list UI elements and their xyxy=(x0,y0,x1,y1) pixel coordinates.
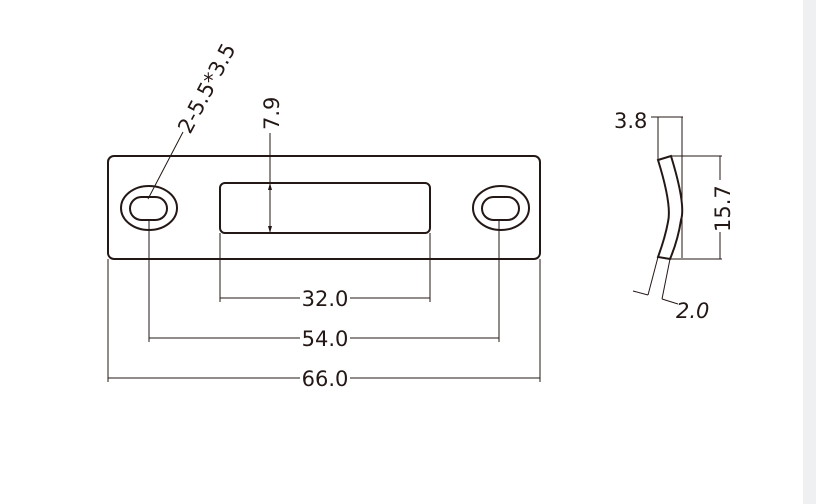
height-label: 15.7 xyxy=(711,185,735,232)
hole-spacing-label: 54.0 xyxy=(302,327,349,351)
scrollbar[interactable] xyxy=(803,0,816,504)
side-profile xyxy=(656,154,684,261)
slot-width-label: 32.0 xyxy=(302,287,349,311)
overall-length-label: 66.0 xyxy=(302,367,349,391)
thickness-label: 2.0 xyxy=(676,299,709,323)
right-hole-slot xyxy=(481,196,520,221)
hole-callout-label: 2-5.5*3.5 xyxy=(173,39,240,137)
front-view: 2-5.5*3.5 7.9 32.0 54.0 66.0 xyxy=(107,39,541,391)
right-hole-countersink xyxy=(472,185,530,231)
plate-outline xyxy=(107,155,541,260)
offset-label: 3.8 xyxy=(614,109,647,133)
side-view: 3.8 15.7 2.0 xyxy=(614,109,735,323)
callout-leader xyxy=(147,131,184,200)
side-dimension-lines xyxy=(632,116,722,305)
extension-lines xyxy=(107,220,541,382)
center-slot xyxy=(219,182,431,234)
slot-height-label: 7.9 xyxy=(260,97,284,130)
left-hole-slot xyxy=(129,196,168,221)
